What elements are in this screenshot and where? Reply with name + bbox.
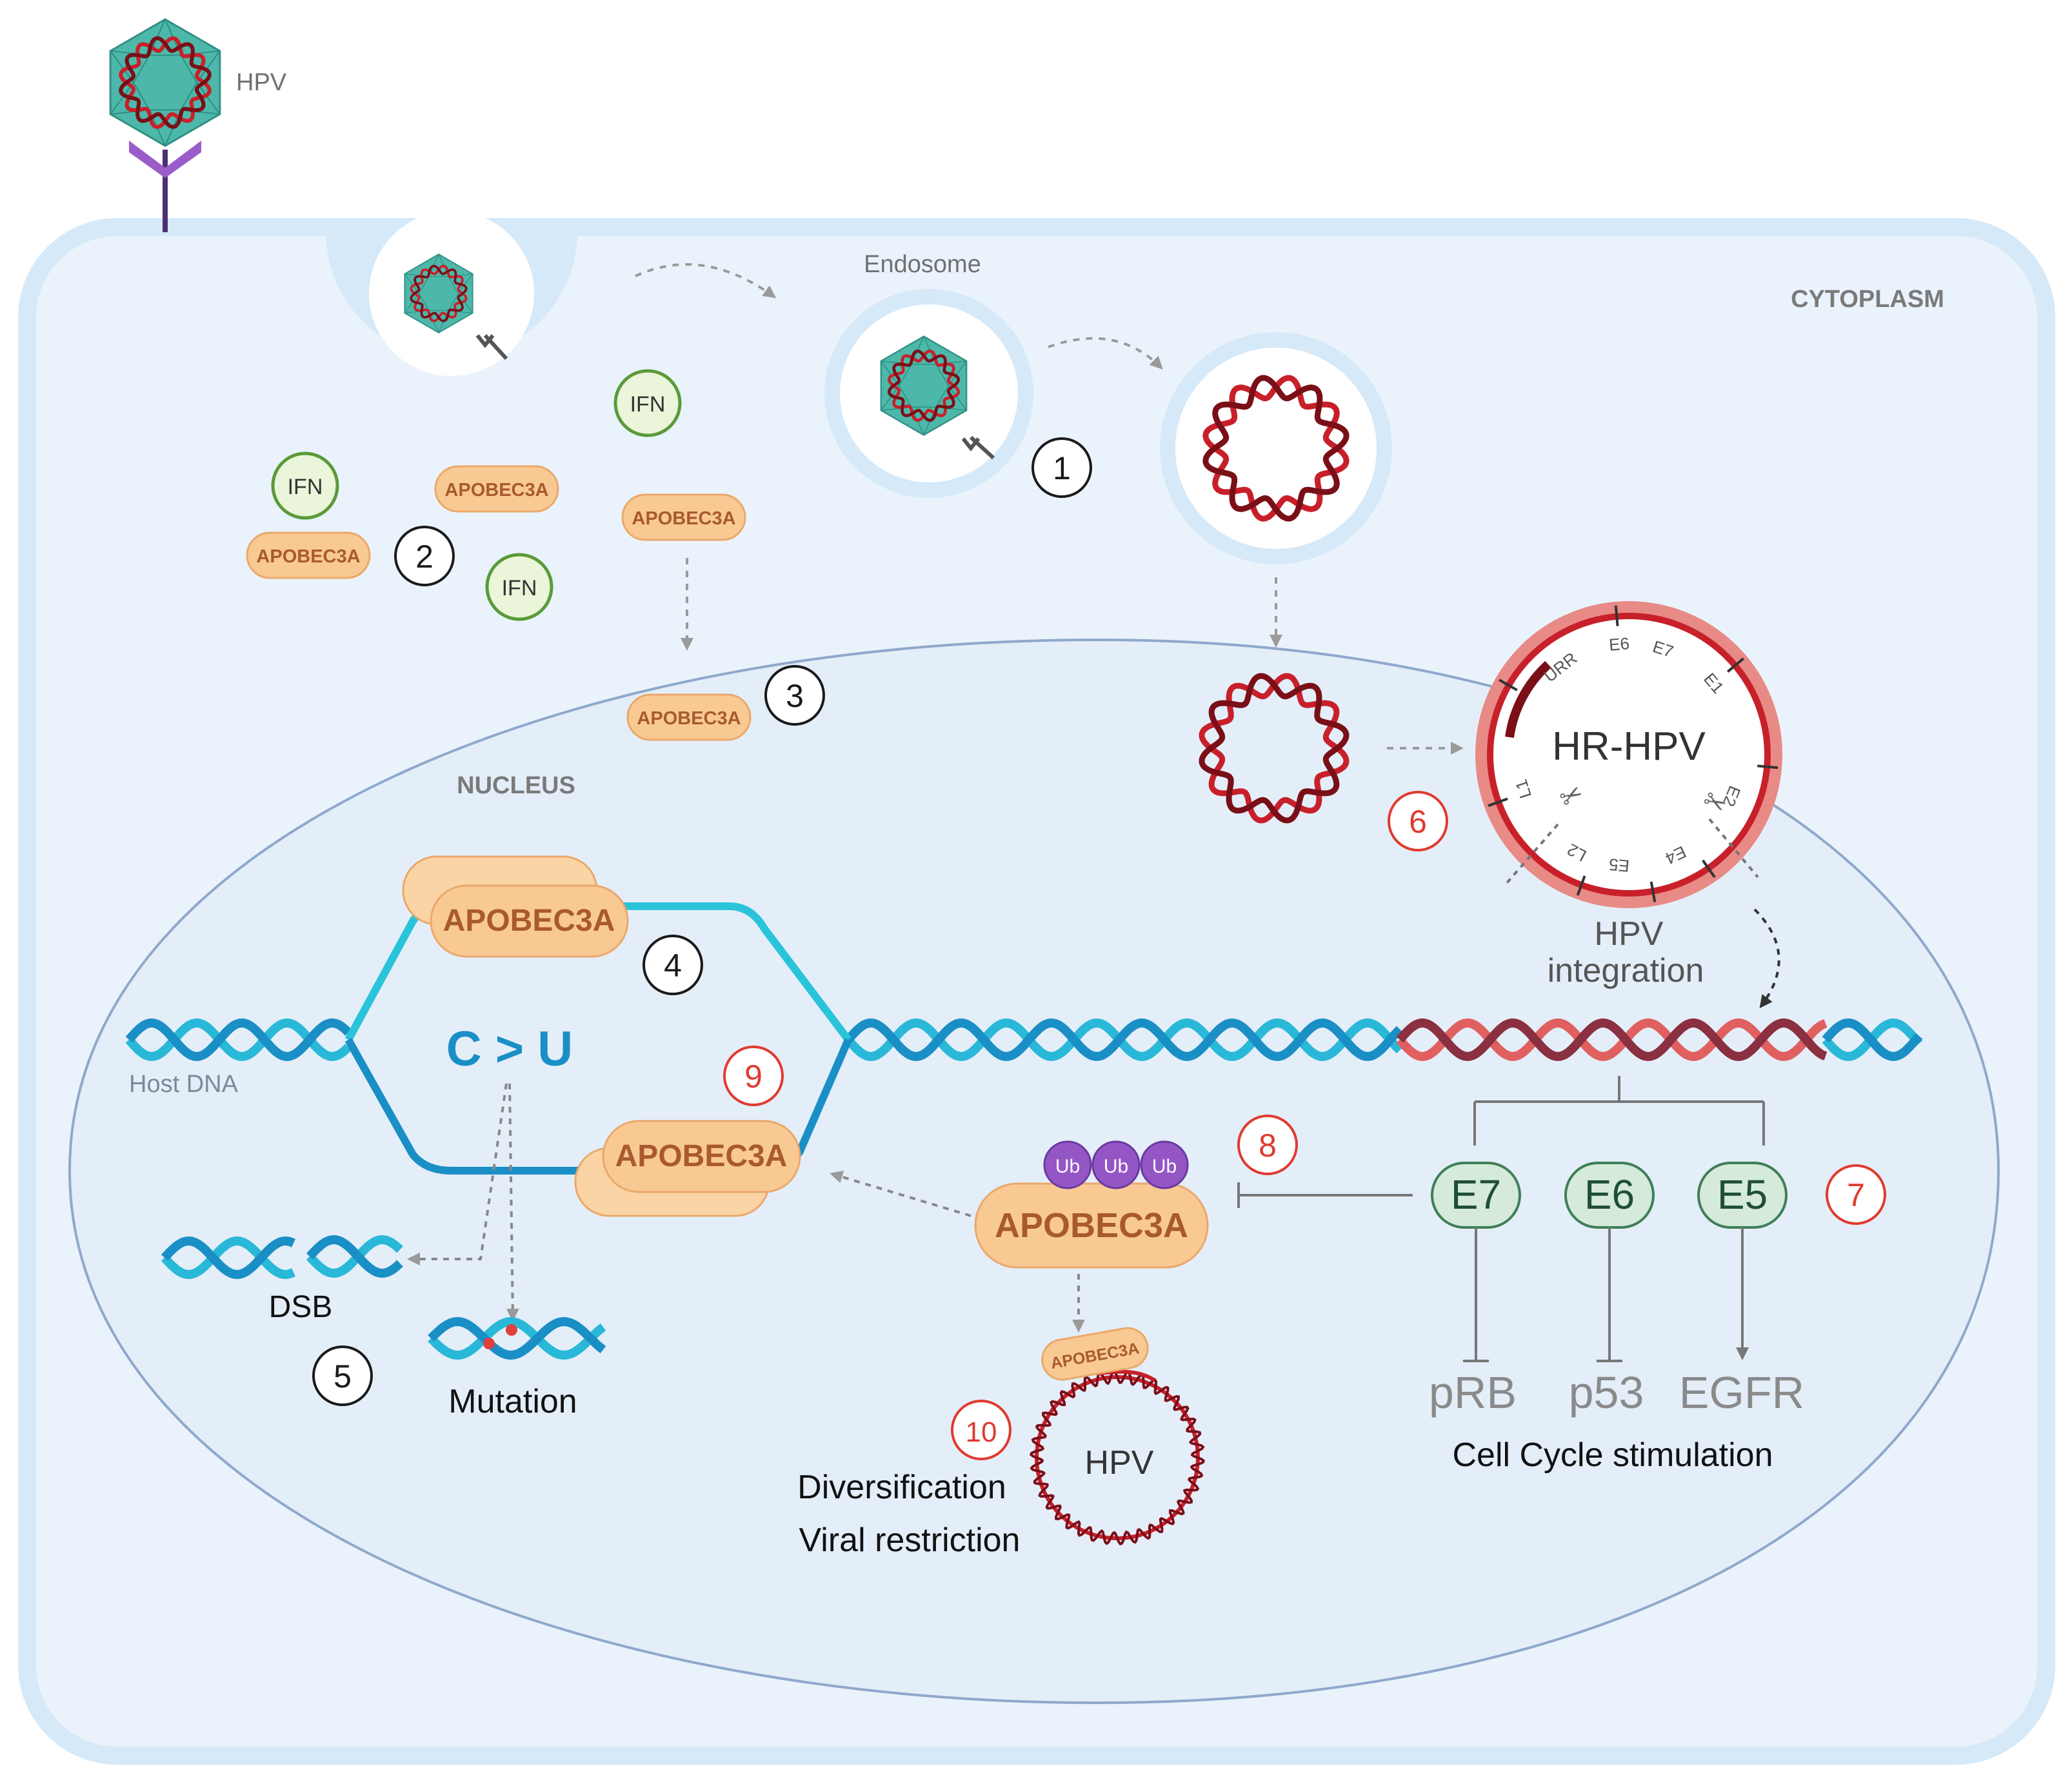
- arrow-entry: [635, 263, 777, 299]
- host-dna-label: Host DNA: [129, 1071, 239, 1098]
- viral-restriction-label: Viral restriction: [799, 1522, 1021, 1559]
- target-p53: p53: [1569, 1367, 1644, 1418]
- svg-text:Ub: Ub: [1104, 1156, 1128, 1177]
- svg-text:IFN: IFN: [288, 475, 323, 499]
- hpv-integration-label: HPV: [1595, 915, 1664, 953]
- svg-text:Ub: Ub: [1055, 1156, 1080, 1177]
- svg-text:5: 5: [334, 1358, 352, 1394]
- ubiquitin-icon: Ub: [1140, 1140, 1189, 1189]
- svg-text:APOBEC3A: APOBEC3A: [444, 480, 548, 501]
- diversification-label: Diversification: [797, 1469, 1006, 1506]
- svg-text:3: 3: [786, 678, 804, 714]
- ifn-molecule: IFN: [485, 553, 553, 621]
- mutated-dna: [428, 1316, 606, 1360]
- arrow-to-apobec-lower: [830, 1171, 971, 1217]
- inhibition-e7-prb: [1463, 1227, 1489, 1362]
- apobec3a-protein-nuclear: APOBEC3A: [626, 693, 752, 741]
- endosomal-virion-icon: [880, 335, 968, 436]
- step-marker-1: 1: [1031, 437, 1092, 498]
- dsb-dna: [161, 1235, 403, 1280]
- svg-text:1: 1: [1053, 450, 1071, 486]
- hpv-genome-nuclear-icon: [1199, 673, 1350, 824]
- apobec3a-protein: APOBEC3A: [621, 493, 746, 541]
- step-marker-4: 4: [643, 935, 703, 995]
- svg-text:E7: E7: [1451, 1171, 1501, 1218]
- hr-hpv-label: HR-HPV: [1552, 724, 1706, 769]
- step-marker-5: 5: [312, 1345, 373, 1406]
- ubiquitin-icon: Ub: [1043, 1140, 1092, 1189]
- hpv-virion-icon: [109, 18, 221, 147]
- oncoprotein-e7: E7: [1431, 1162, 1521, 1229]
- svg-text:E5: E5: [1717, 1171, 1768, 1218]
- hpv-integration-label: integration: [1548, 952, 1704, 989]
- endosome-label: Endosome: [864, 251, 981, 278]
- step-marker-7: 7: [1826, 1164, 1886, 1225]
- inhibition-e7-apobec3a: [1237, 1182, 1413, 1208]
- step-marker-6: 6: [1388, 791, 1448, 851]
- svg-text:8: 8: [1259, 1127, 1277, 1164]
- host-dna: [125, 1018, 1923, 1062]
- svg-text:Ub: Ub: [1152, 1156, 1177, 1177]
- hpv-episome: APOBEC3A HPV: [1029, 1327, 1206, 1546]
- svg-text:6: 6: [1409, 804, 1427, 840]
- arrow-dsb: [407, 1083, 508, 1265]
- step-marker-8: 8: [1237, 1115, 1298, 1175]
- svg-text:4: 4: [664, 948, 682, 984]
- oncoprotein-bracket: [1473, 1076, 1765, 1146]
- virion-receptor-endosome: [961, 435, 995, 460]
- cell-cycle-label: Cell Cycle stimulation: [1452, 1436, 1773, 1474]
- apobec3a-on-ssdna-upper: APOBEC3A: [402, 855, 629, 958]
- ifn-molecule: IFN: [271, 451, 339, 520]
- hpv-receptor: [129, 141, 201, 232]
- c-to-u-label: C > U: [446, 1022, 573, 1077]
- step-marker-3: 3: [764, 665, 825, 726]
- svg-text:9: 9: [744, 1058, 762, 1095]
- mutation-label: Mutation: [448, 1383, 577, 1420]
- ubiquitinated-apobec3a: APOBEC3A Ub Ub Ub: [974, 1140, 1209, 1269]
- internalizing-virion-icon: [404, 253, 473, 333]
- dsb-label: DSB: [269, 1290, 333, 1324]
- svg-text:IFN: IFN: [630, 392, 666, 417]
- gene-label-e5: E5: [1608, 855, 1630, 876]
- apobec3a-on-ssdna-lower: APOBEC3A: [574, 1120, 801, 1217]
- virion-receptor-pit: [475, 333, 508, 361]
- ifn-molecule: IFN: [613, 369, 682, 437]
- svg-text:APOBEC3A: APOBEC3A: [615, 1139, 788, 1173]
- svg-text:2: 2: [415, 539, 433, 575]
- svg-text:APOBEC3A: APOBEC3A: [637, 708, 741, 729]
- hpv-episome-label: HPV: [1085, 1444, 1154, 1482]
- apobec3a-on-episome: APOBEC3A: [1041, 1327, 1149, 1381]
- svg-text:APOBEC3A: APOBEC3A: [256, 546, 360, 567]
- cytoplasm-label: CYTOPLASM: [1791, 286, 1944, 313]
- oncoprotein-e6: E6: [1564, 1162, 1655, 1229]
- nucleus-label: NUCLEUS: [457, 772, 575, 799]
- svg-text:APOBEC3A: APOBEC3A: [632, 508, 735, 529]
- hpv-genome-icon: [1202, 375, 1350, 522]
- apobec3a-protein: APOBEC3A: [246, 531, 371, 579]
- target-prb: pRB: [1429, 1367, 1517, 1418]
- step-marker-9: 9: [723, 1046, 784, 1106]
- ubiquitin-icon: Ub: [1091, 1140, 1141, 1189]
- step-marker-10: 10: [951, 1400, 1011, 1460]
- svg-text:10: 10: [966, 1416, 997, 1448]
- svg-text:IFN: IFN: [502, 576, 537, 600]
- hpv-top-label: HPV: [236, 69, 287, 96]
- step-marker-2: 2: [394, 526, 455, 586]
- apobec3a-protein: APOBEC3A: [434, 465, 559, 513]
- arrow-uncoating: [1048, 337, 1163, 370]
- svg-text:APOBEC3A: APOBEC3A: [443, 904, 615, 938]
- svg-text:E6: E6: [1584, 1171, 1635, 1218]
- svg-text:7: 7: [1847, 1177, 1865, 1213]
- oncoprotein-e5: E5: [1697, 1162, 1788, 1229]
- svg-text:APOBEC3A: APOBEC3A: [995, 1206, 1188, 1245]
- inhibition-e6-p53: [1597, 1227, 1622, 1362]
- arrow-integration: [1753, 908, 1780, 1009]
- target-egfr: EGFR: [1679, 1367, 1804, 1418]
- arrow-mutation: [506, 1083, 519, 1322]
- genome-vesicle: [1160, 332, 1392, 564]
- gene-label-e6: E6: [1608, 633, 1630, 655]
